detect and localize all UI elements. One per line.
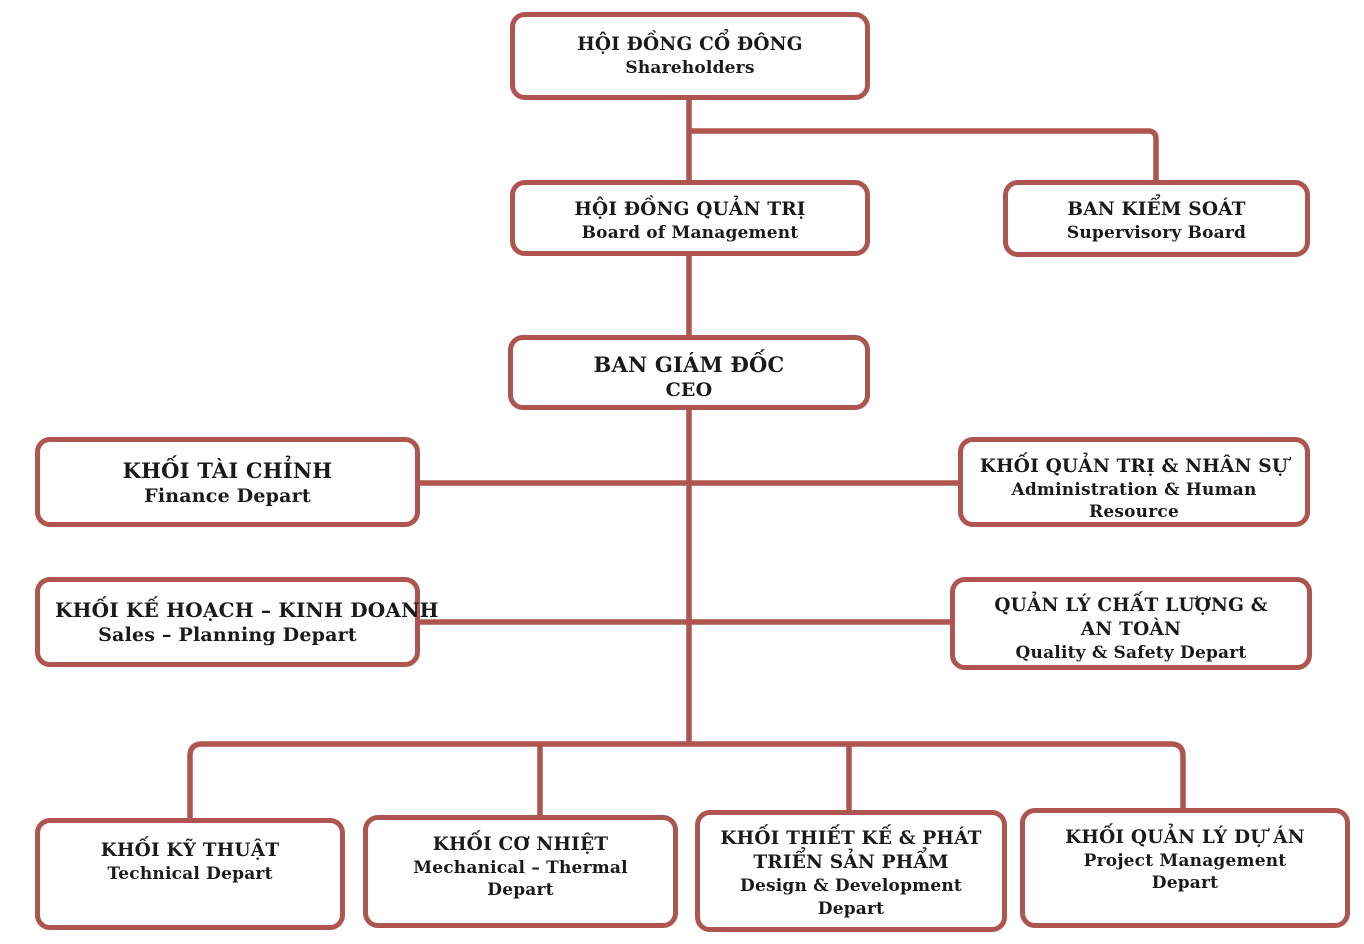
node-shareholders: HỘI ĐỒNG CỔ ĐÔNG Shareholders [510,12,870,100]
node-finance: KHỐI TÀI CHỈNH Finance Depart [35,437,420,527]
node-project-management: KHỐI QUẢN LÝ DỰ ÁN Project Management De… [1020,808,1350,928]
node-project-title: KHỐI QUẢN LÝ DỰ ÁN [1065,827,1305,848]
node-supervisory-subtitle: Supervisory Board [1066,223,1247,244]
node-admin-hr: KHỐI QUẢN TRỊ & NHÂN SỰ Administration &… [958,437,1310,527]
edge-bottom-rail [187,741,1186,820]
edge-shareholders-supervisory [689,128,1159,180]
node-mechanical-thermal: KHỐI CƠ NHIỆT Mechanical – Thermal Depar… [363,815,678,928]
node-sales-planning-title: KHỐI KẾ HOẠCH – KINH DOANH [55,598,439,622]
node-admin-hr-title: KHỐI QUẢN TRỊ & NHÂN SỰ [979,456,1289,477]
node-supervisory-board: BAN KIỂM SOÁT Supervisory Board [1003,180,1310,257]
node-technical: KHỐI KỸ THUẬT Technical Depart [35,818,345,930]
node-quality-safety-title: QUẢN LÝ CHẤT LƯỢNG & AN TOÀN [994,595,1268,641]
node-project-subtitle: Project Management Depart [1083,851,1287,894]
node-board-title: HỘI ĐỒNG QUẢN TRỊ [574,199,806,220]
node-board-subtitle: Board of Management [581,223,799,244]
node-mechanical-title: KHỐI CƠ NHIỆT [432,834,609,855]
node-finance-subtitle: Finance Depart [144,485,311,508]
node-quality-safety-subtitle: Quality & Safety Depart [1015,643,1247,664]
node-technical-title: KHỐI KỸ THUẬT [100,840,280,861]
node-shareholders-title: HỘI ĐỒNG CỔ ĐÔNG [577,34,803,55]
node-ceo-subtitle: CEO [665,379,713,402]
node-board-of-management: HỘI ĐỒNG QUẢN TRỊ Board of Management [510,180,870,256]
connector-group [187,100,1186,820]
node-quality-safety: QUẢN LÝ CHẤT LƯỢNG & AN TOÀN Quality & S… [950,577,1312,670]
node-design-title: KHỐI THIẾT KẾ & PHÁT TRIỂN SẢN PHẨM [720,828,982,874]
node-sales-planning-subtitle: Sales – Planning Depart [98,624,357,646]
node-mechanical-subtitle: Mechanical – Thermal Depart [413,858,628,901]
node-ceo-title: BAN GIÁM ĐỐC [593,352,785,377]
node-technical-subtitle: Technical Depart [107,864,273,885]
node-shareholders-subtitle: Shareholders [625,58,755,79]
node-design-subtitle: Design & Development Depart [740,876,962,919]
node-design-development: KHỐI THIẾT KẾ & PHÁT TRIỂN SẢN PHẨM Desi… [695,810,1007,932]
node-sales-planning: KHỐI KẾ HOẠCH – KINH DOANH Sales – Plann… [35,577,439,667]
node-admin-hr-subtitle: Administration & Human Resource [1011,480,1257,523]
node-ceo: BAN GIÁM ĐỐC CEO [508,335,870,410]
node-supervisory-title: BAN KIỂM SOÁT [1067,199,1246,220]
node-finance-title: KHỐI TÀI CHỈNH [122,458,333,483]
